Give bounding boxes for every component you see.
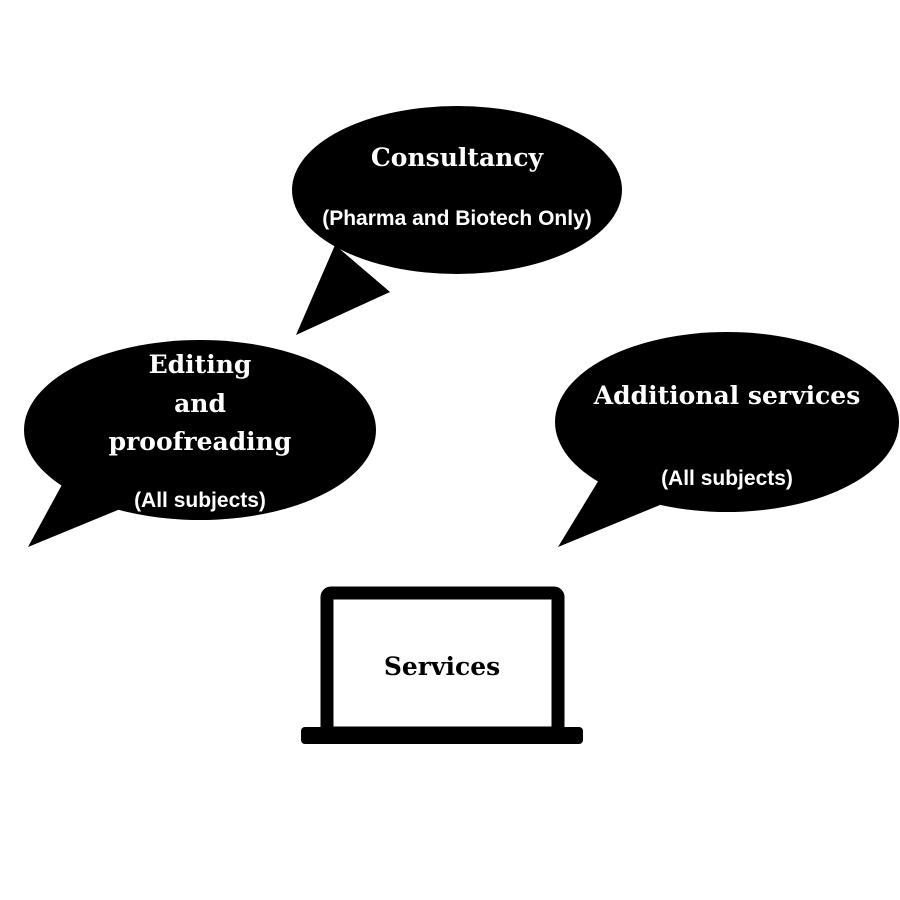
additional-bubble-body — [555, 332, 899, 512]
editing-subtitle: (All subjects) — [134, 489, 266, 512]
editing-bubble-tail — [28, 470, 130, 547]
editing-title-line-2: and — [174, 389, 226, 418]
consultancy-bubble-tail — [296, 245, 390, 335]
consultancy-bubble — [292, 106, 622, 335]
laptop-base — [301, 727, 583, 744]
editing-title-line-3: proofreading — [108, 427, 292, 456]
editing-title-line-1: Editing — [148, 350, 252, 379]
consultancy-bubble-body — [292, 106, 622, 274]
laptop-icon — [301, 586, 583, 744]
editing-bubble — [24, 340, 376, 547]
consultancy-title: Consultancy — [370, 143, 544, 172]
additional-title: Additional services — [593, 381, 861, 410]
laptop-label: Services — [383, 652, 501, 681]
additional-bubble-tail — [558, 470, 660, 547]
consultancy-subtitle: (Pharma and Biotech Only) — [322, 207, 592, 230]
editing-bubble-body — [24, 340, 376, 520]
additional-bubble — [555, 332, 899, 547]
additional-subtitle: (All subjects) — [661, 467, 793, 490]
